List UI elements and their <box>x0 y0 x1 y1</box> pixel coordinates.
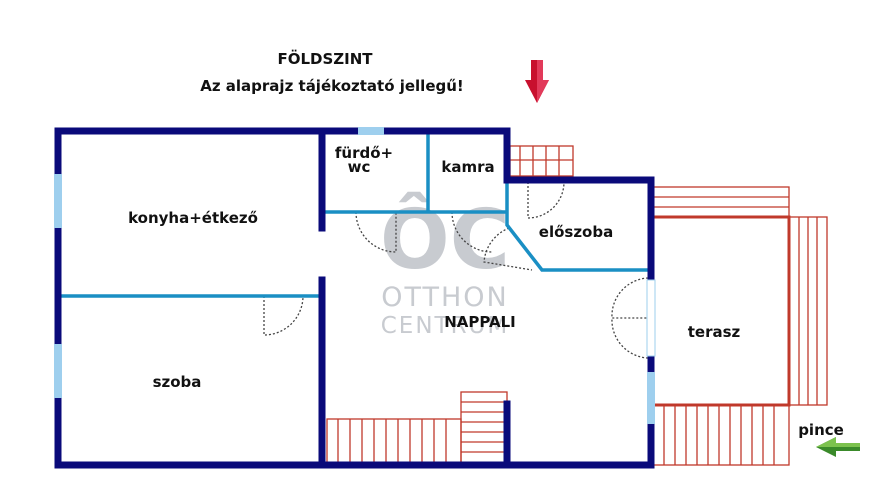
exterior-walls <box>54 127 655 469</box>
window-living <box>647 372 655 424</box>
door-swing-entrance <box>527 181 565 219</box>
window-bathroom <box>358 127 384 135</box>
watermark-line2: CENTRUM <box>381 313 510 339</box>
terrace-door-opening <box>646 279 656 357</box>
stairs-living-bottom <box>326 418 462 466</box>
room-label-bathroom-1: fürdő+ <box>335 144 393 162</box>
door-swings <box>263 181 649 359</box>
door-swing-terrace-upper <box>611 277 649 319</box>
entrance-arrow-icon <box>525 60 549 103</box>
room-label-terrace: terasz <box>688 323 741 341</box>
cellar-label: pince <box>798 421 844 439</box>
watermark: ÔC OTTHON CENTRUM <box>380 191 510 339</box>
door-swing-terrace-lower <box>611 317 649 359</box>
room-label-bedroom: szoba <box>153 373 202 391</box>
cellar-arrow-icon <box>816 437 860 457</box>
window-kitchen <box>54 174 62 228</box>
door-swing-bathroom <box>355 211 397 253</box>
room-label-pantry: kamra <box>441 158 494 176</box>
watermark-line1: OTTHON <box>381 282 509 313</box>
window-bedroom <box>54 344 62 398</box>
terrace-outline <box>651 215 791 407</box>
room-label-bathroom-2: wc <box>348 158 371 176</box>
room-label-living: NAPPALI <box>444 313 516 331</box>
door-swing-bedroom <box>263 295 304 336</box>
stairs-entrance <box>509 145 574 177</box>
disclaimer-text: Az alaprajz tájékoztató jellegű! <box>200 77 464 95</box>
room-label-hall: előszoba <box>539 223 613 241</box>
windows <box>54 127 656 424</box>
room-label-kitchen: konyha+étkező <box>128 209 258 227</box>
stairs-pince <box>652 404 790 466</box>
floor-title: FÖLDSZINT <box>277 49 373 68</box>
stairs-terrace-top <box>652 186 790 218</box>
watermark-logo: ÔC <box>380 191 510 288</box>
stairs-terrace-side <box>788 216 828 406</box>
door-swing-hall <box>483 227 533 271</box>
stairs-internal <box>460 391 508 466</box>
